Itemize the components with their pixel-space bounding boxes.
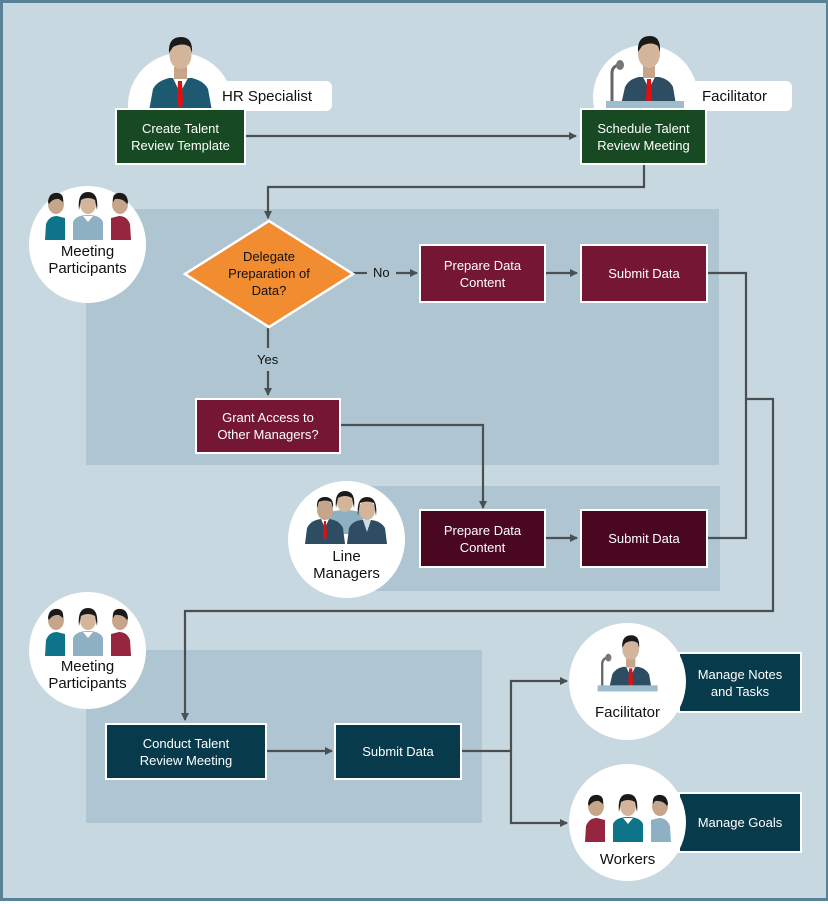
step-conduct-talent-review-meeting[interactable]: Conduct Talent Review Meeting bbox=[105, 723, 267, 780]
step-manage-notes-and-tasks[interactable]: Manage Notes and Tasks bbox=[678, 652, 802, 713]
decision-label-line: Delegate bbox=[242, 249, 296, 264]
group-of-people-icon bbox=[585, 794, 671, 842]
role-label-line: Meeting bbox=[60, 243, 115, 260]
facilitator-bottom-label: Facilitator bbox=[594, 704, 661, 721]
step-label-line: Create Talent bbox=[141, 120, 220, 136]
facilitator-label: Facilitator bbox=[702, 87, 768, 105]
edge-label-no: No bbox=[373, 265, 390, 280]
edge-label-yes: Yes bbox=[257, 352, 279, 367]
step-prepare-data-content-2[interactable]: Prepare Data Content bbox=[419, 509, 546, 568]
step-label-line: Prepare Data bbox=[443, 257, 522, 273]
step-label-line: Review Meeting bbox=[597, 137, 690, 153]
step-label-line: and Tasks bbox=[710, 683, 770, 699]
group-of-people-icon bbox=[45, 192, 131, 240]
decision-diamond[interactable] bbox=[183, 219, 355, 329]
step-submit-data-3[interactable]: Submit Data bbox=[334, 723, 462, 780]
step-label-line: Content bbox=[459, 274, 506, 290]
decision-label: Delegate Preparation of Data? bbox=[213, 248, 325, 299]
step-label-line: Schedule Talent bbox=[597, 120, 690, 136]
step-label-line: Submit Data bbox=[608, 531, 680, 546]
businessman-icon bbox=[149, 37, 212, 111]
edge-submit3-to-workers bbox=[509, 751, 568, 827]
managers-group-icon bbox=[305, 491, 387, 544]
step-label-line: Review Meeting bbox=[139, 752, 233, 768]
hr-specialist-role-tag: HR Specialist bbox=[208, 81, 332, 111]
step-submit-data-2[interactable]: Submit Data bbox=[580, 509, 708, 568]
step-label-line: Submit Data bbox=[362, 744, 434, 759]
step-label-line: Content bbox=[459, 539, 506, 555]
role-label-line: Line bbox=[332, 548, 361, 565]
step-schedule-talent-review-meeting[interactable]: Schedule Talent Review Meeting bbox=[580, 108, 707, 165]
meeting-participants-label: Meeting Participants bbox=[29, 243, 146, 277]
decision-label-line: Preparation of bbox=[228, 266, 310, 281]
step-submit-data-1[interactable]: Submit Data bbox=[580, 244, 708, 303]
role-label-line: Meeting bbox=[60, 658, 115, 675]
step-manage-goals[interactable]: Manage Goals bbox=[678, 792, 802, 853]
step-label-line: Prepare Data bbox=[443, 522, 522, 538]
hr-specialist-label: HR Specialist bbox=[222, 87, 313, 105]
line-managers-label: Line Managers bbox=[288, 548, 405, 582]
step-grant-access-to-other-managers[interactable]: Grant Access to Other Managers? bbox=[195, 398, 341, 454]
step-label-line: Grant Access to bbox=[222, 410, 314, 425]
speaker-podium-icon bbox=[597, 635, 658, 692]
step-prepare-data-content-1[interactable]: Prepare Data Content bbox=[419, 244, 546, 303]
decision-label-line: Data? bbox=[251, 283, 287, 298]
role-label-line: Participants bbox=[48, 260, 127, 277]
step-label-line: Manage Goals bbox=[697, 815, 783, 830]
group-of-people-icon bbox=[45, 608, 131, 656]
workers-label: Workers bbox=[599, 851, 656, 868]
step-create-talent-review-template[interactable]: Create Talent Review Template bbox=[115, 108, 246, 165]
step-label-line: Other Managers? bbox=[217, 427, 319, 442]
step-label-line: Submit Data bbox=[608, 266, 680, 281]
step-label-line: Manage Notes bbox=[697, 666, 783, 682]
facilitator-role-tag: Facilitator bbox=[688, 81, 792, 111]
speaker-podium-icon bbox=[606, 36, 684, 109]
step-label-line: Review Template bbox=[131, 137, 230, 153]
role-label-line: Participants bbox=[48, 675, 127, 692]
meeting-participants-label-2: Meeting Participants bbox=[29, 658, 146, 692]
step-label-line: Conduct Talent bbox=[142, 735, 230, 751]
role-label-line: Managers bbox=[313, 565, 380, 582]
